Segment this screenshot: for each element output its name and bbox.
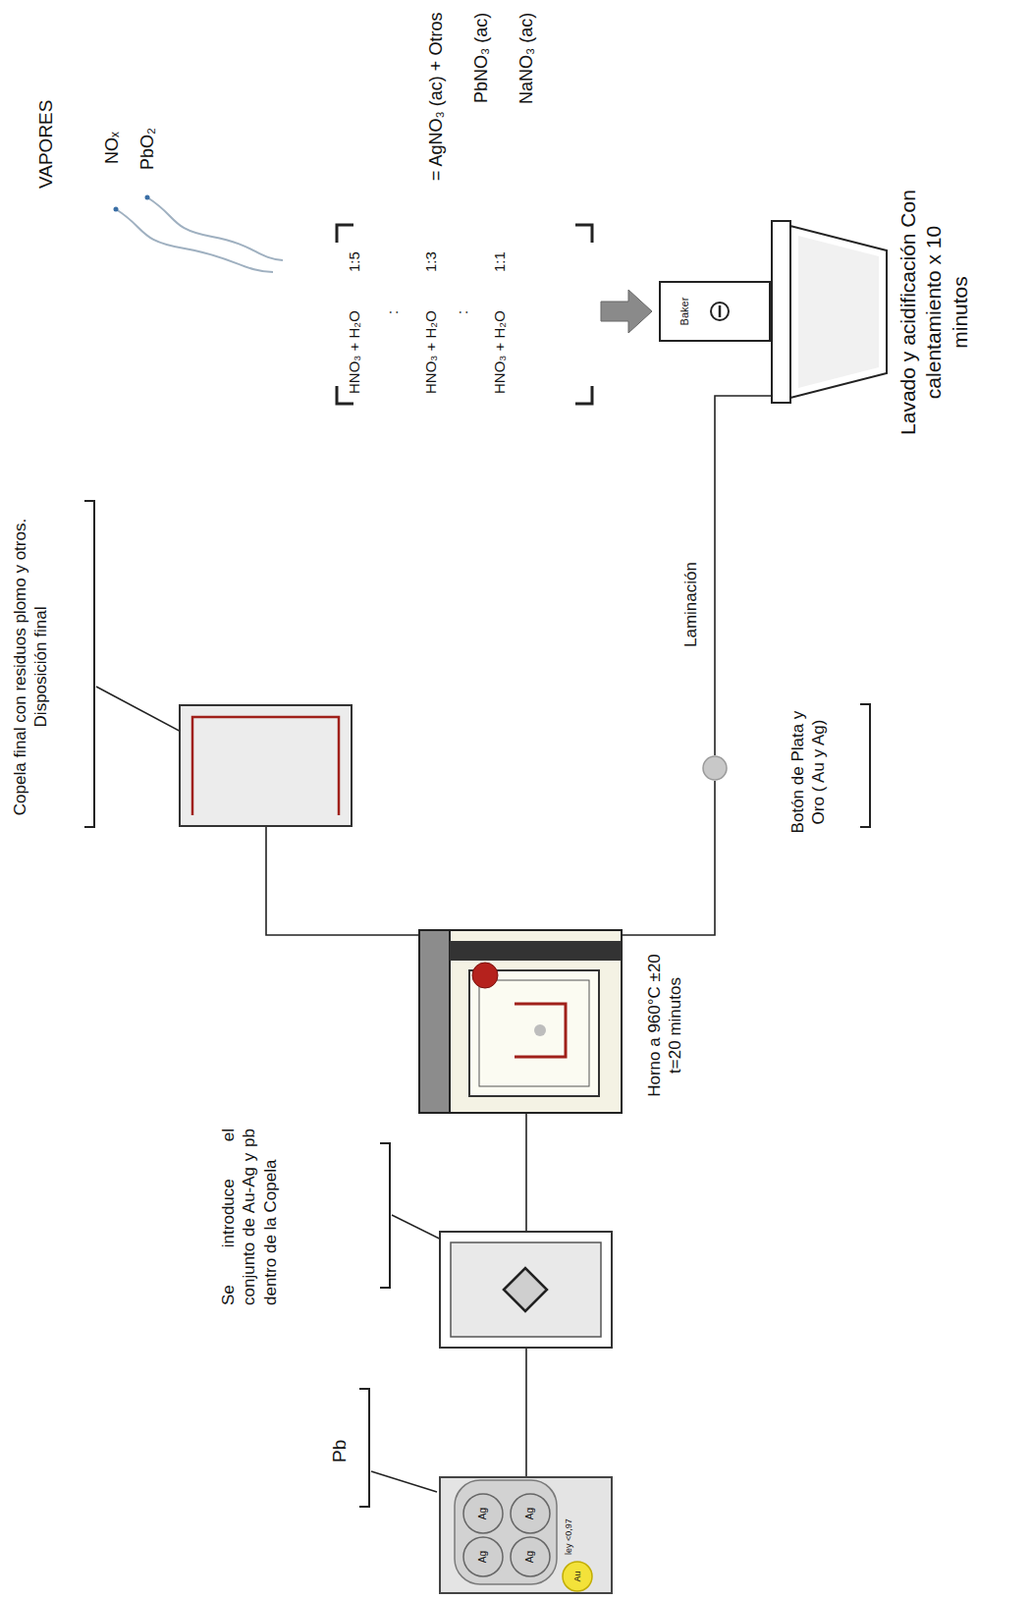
silver-circle: Ag: [508, 1491, 552, 1535]
hot-plate-shape: [770, 219, 889, 404]
reagent-label: HNO₃ + H₂O: [422, 310, 440, 394]
hot-plate: Lavado y acidificación Con calentamiento…: [770, 219, 889, 404]
gold-circle: Au: [561, 1560, 594, 1592]
reagent-label: 1:1: [490, 251, 509, 272]
connector: [526, 1348, 528, 1476]
step-label: Copela final con residuos plomo y otros.…: [9, 485, 53, 849]
connector: [526, 1113, 528, 1231]
vapor-label: NOₓ: [102, 131, 124, 164]
connector: [266, 826, 419, 935]
vapor-label: PbO₂: [137, 127, 160, 170]
edge-label: Laminación: [681, 558, 702, 651]
element-label: Ag: [461, 1491, 505, 1535]
beaker-shape: [658, 280, 771, 342]
connector: [622, 780, 715, 935]
leader-line: [371, 1470, 437, 1492]
cupel: Se introduce el conjunto de Au-Ag y pb d…: [438, 1230, 613, 1349]
cupel-shape: [438, 1230, 613, 1349]
reagent-label: :: [453, 310, 472, 315]
beaker: Baker: [658, 280, 771, 342]
crucible-tray: Pbley <0,97AgAgAgAgAu: [438, 1475, 613, 1594]
silver-circle: Ag: [461, 1534, 505, 1578]
bracket-corner: [336, 224, 354, 243]
reagent-label: HNO₃ + H₂O: [345, 310, 364, 394]
step-label: Botón de Plata y Oro ( Au y Ag): [787, 698, 830, 846]
reagent-label: :: [383, 310, 402, 315]
furnace-shape: [418, 928, 623, 1114]
vapor-dot: [145, 195, 151, 201]
grade-label: ley <0,97: [563, 1481, 575, 1555]
reagent-label: HNO₃ + H₂O: [490, 310, 509, 394]
product-label: = AgNO₃ (ac) + Otros: [426, 12, 448, 181]
element-label: Au: [561, 1560, 594, 1592]
connector: [714, 395, 771, 756]
bracket-corner: [575, 385, 593, 404]
step-label: Horno a 960°C ±20 t=20 minutos: [644, 941, 687, 1109]
vapor-line: [115, 209, 273, 272]
bead: Botón de Plata y Oro ( Au y Ag): [702, 755, 728, 781]
vapor-line: [147, 197, 283, 261]
element-label: Ag: [461, 1534, 505, 1578]
silver-circle: Ag: [461, 1491, 505, 1535]
step-label: Se introduce el conjunto de Au-Ag y pb d…: [217, 1128, 281, 1305]
bracket: [84, 500, 95, 827]
bead-shape: [702, 755, 728, 781]
bracket: [359, 1388, 370, 1507]
final-cupel: Copela final con residuos plomo y otros.…: [178, 704, 353, 827]
product-label: NaNO₃ (ac): [516, 12, 539, 105]
part-label: Pb: [327, 1422, 352, 1463]
flow-arrow: [600, 289, 652, 333]
beaker-label: Baker: [678, 282, 693, 340]
element-label: Ag: [508, 1491, 552, 1535]
reagent-label: 1:5: [345, 251, 364, 272]
vapor-dot: [113, 207, 119, 213]
product-label: PbNO₃ (ac): [471, 12, 493, 104]
bracket-corner: [575, 224, 593, 243]
furnace: Horno a 960°C ±20 t=20 minutos: [418, 928, 623, 1114]
vapor-label: VAPORES: [35, 100, 58, 189]
reagent-label: 1:3: [422, 251, 440, 272]
step-label: Lavado y acidificación Con calentamiento…: [895, 189, 974, 435]
silver-circle: Ag: [508, 1534, 552, 1578]
bracket: [379, 1142, 390, 1288]
bracket: [860, 704, 870, 827]
element-label: Ag: [508, 1534, 552, 1578]
final-cupel-shape: [178, 704, 353, 827]
